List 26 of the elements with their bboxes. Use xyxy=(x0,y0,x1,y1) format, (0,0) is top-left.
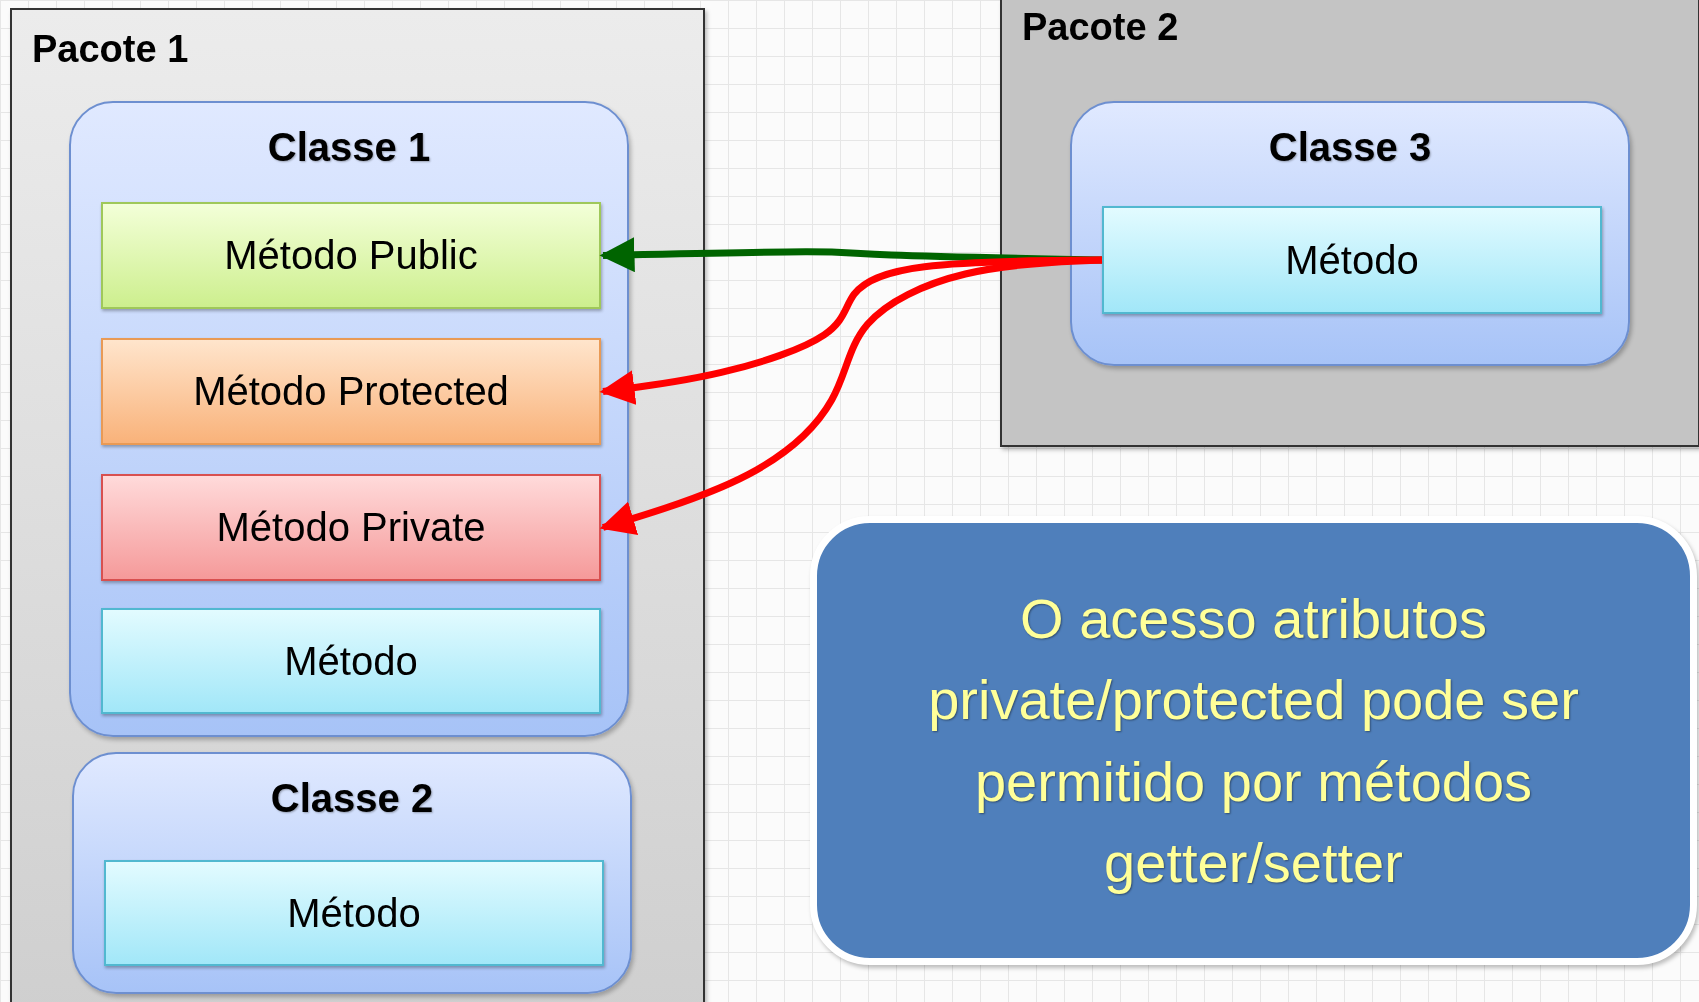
method-box xyxy=(1102,206,1602,314)
class-title: Classe 3 xyxy=(1267,125,1433,170)
arrow xyxy=(599,256,1103,536)
method-name: Método xyxy=(284,638,418,684)
method-box xyxy=(104,860,604,966)
class-box xyxy=(1070,101,1630,366)
package-title: Pacote 1 xyxy=(31,28,190,71)
arrow xyxy=(599,237,1103,273)
class-box xyxy=(69,101,629,737)
package-container xyxy=(10,8,705,1002)
method-name: Método xyxy=(1285,237,1419,283)
method-box xyxy=(101,202,601,309)
class-title: Classe 2 xyxy=(269,776,435,821)
note-text: O acesso atributos private/protected pode ser permitido por métodos getter/setter xyxy=(927,586,1580,896)
method-box xyxy=(101,608,601,714)
method-name: Método Protected xyxy=(193,369,509,414)
method-name: Método Public xyxy=(224,233,478,278)
note-box xyxy=(810,516,1697,965)
method-name: Método xyxy=(287,890,421,936)
package-title: Pacote 2 xyxy=(1021,6,1180,49)
method-name: Método Private xyxy=(216,505,486,550)
method-box xyxy=(101,338,601,445)
package-container xyxy=(1000,0,1699,447)
class-title: Classe 1 xyxy=(266,125,432,170)
class-box xyxy=(72,752,632,994)
method-box xyxy=(101,474,601,581)
